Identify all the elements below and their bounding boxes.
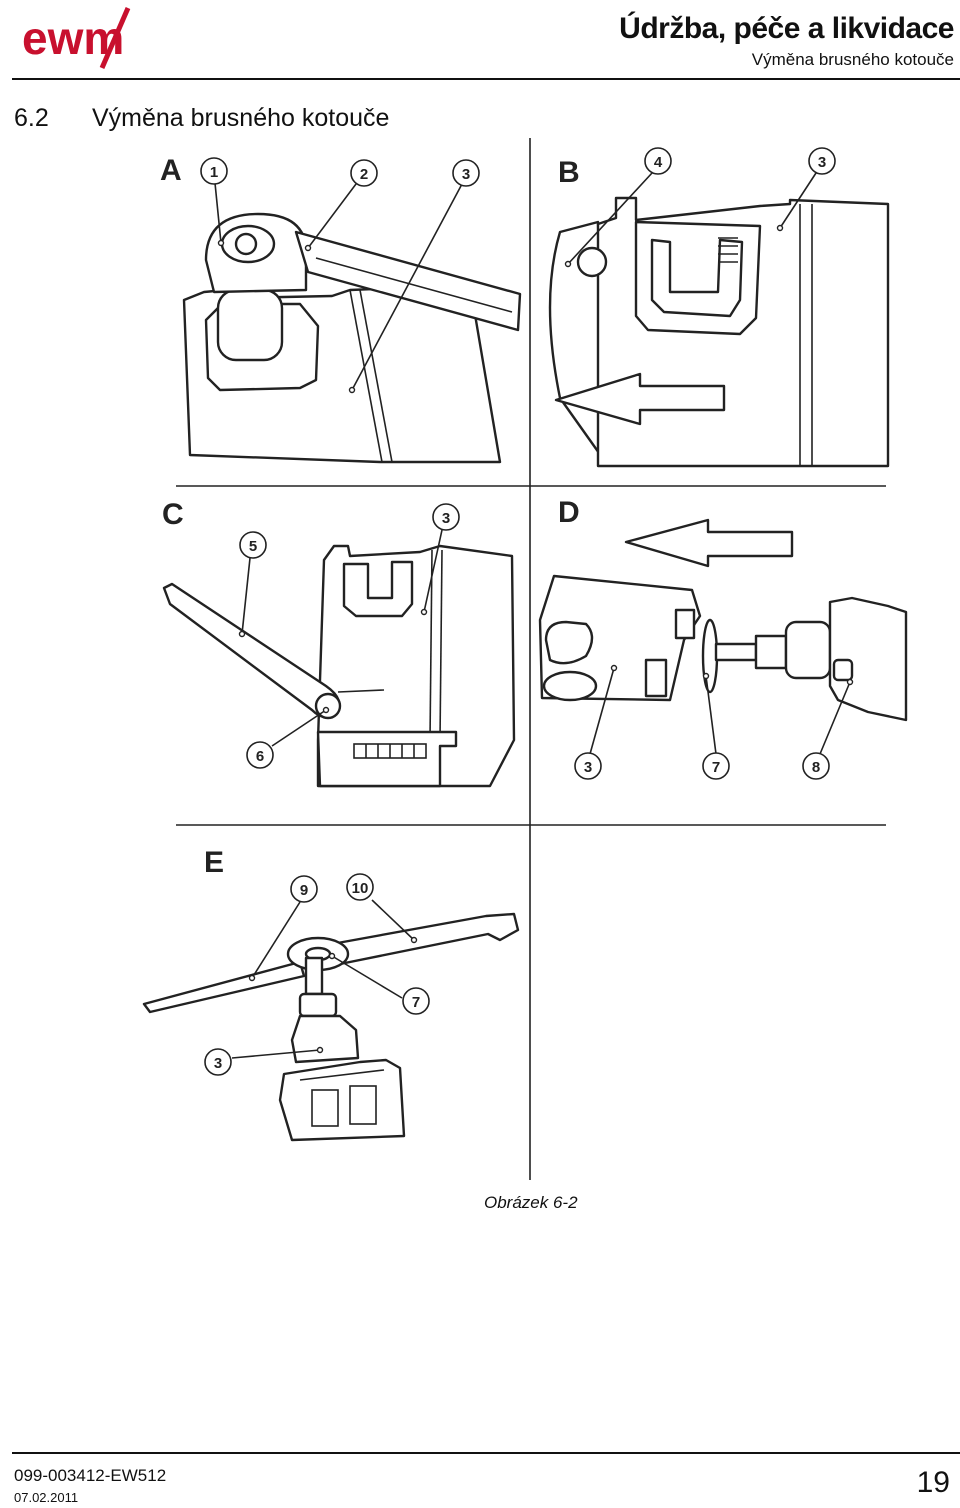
callout-a-2: 2 — [350, 159, 378, 187]
header-divider — [12, 78, 960, 80]
panel-c-drawing — [162, 544, 516, 788]
callout-d-8: 8 — [802, 752, 830, 780]
page-number: 19 — [916, 1466, 950, 1499]
svg-text:3: 3 — [442, 510, 450, 527]
callout-b-4: 4 — [644, 147, 672, 175]
leader-lines — [214, 172, 854, 1059]
panel-letter-d: D — [558, 496, 580, 529]
callout-e-9: 9 — [290, 875, 318, 903]
header-title: Údržba, péče a likvidace — [619, 12, 954, 45]
header-subtitle: Výměna brusného kotouče — [751, 50, 954, 69]
document-number: 099-003412-EW512 — [14, 1466, 167, 1485]
callout-a-1: 1 — [200, 157, 228, 185]
svg-text:2: 2 — [360, 166, 368, 183]
svg-text:10: 10 — [352, 880, 369, 897]
callout-c-3: 3 — [432, 503, 460, 531]
svg-text:3: 3 — [462, 166, 470, 183]
ewm-logo: ewm — [22, 7, 131, 69]
section-title: Výměna brusného kotouče — [92, 104, 390, 132]
svg-text:9: 9 — [300, 882, 308, 899]
panel-b-drawing — [548, 196, 890, 468]
section-number: 6.2 — [14, 104, 49, 132]
panel-letter-e: E — [204, 846, 224, 879]
panel-letter-a: A — [160, 154, 182, 187]
document-date: 07.02.2011 — [14, 1490, 79, 1505]
panel-letter-c: C — [162, 498, 184, 531]
footer-divider — [12, 1452, 960, 1454]
callout-d-7: 7 — [702, 752, 730, 780]
svg-text:3: 3 — [584, 759, 592, 776]
callout-c-5: 5 — [239, 531, 267, 559]
callout-d-3: 3 — [574, 752, 602, 780]
callout-e-10: 10 — [346, 873, 374, 901]
panel-d-drawing — [538, 518, 908, 722]
svg-text:5: 5 — [249, 538, 257, 555]
panel-letter-b: B — [558, 156, 580, 189]
callout-b-3: 3 — [808, 147, 836, 175]
svg-text:7: 7 — [712, 759, 720, 776]
figure-caption: Obrázek 6-2 — [484, 1193, 578, 1212]
panel-e-drawing — [142, 912, 520, 1142]
svg-text:1: 1 — [210, 164, 218, 181]
svg-text:3: 3 — [214, 1055, 222, 1072]
callout-c-6: 6 — [246, 741, 274, 769]
panel-a-drawing — [182, 212, 522, 464]
callout-a-3: 3 — [452, 159, 480, 187]
svg-text:4: 4 — [654, 154, 663, 171]
svg-text:6: 6 — [256, 748, 264, 765]
svg-text:3: 3 — [818, 154, 826, 171]
svg-text:8: 8 — [812, 759, 820, 776]
callout-e-3: 3 — [204, 1048, 232, 1076]
callout-e-7: 7 — [402, 987, 430, 1015]
svg-text:7: 7 — [412, 994, 420, 1011]
